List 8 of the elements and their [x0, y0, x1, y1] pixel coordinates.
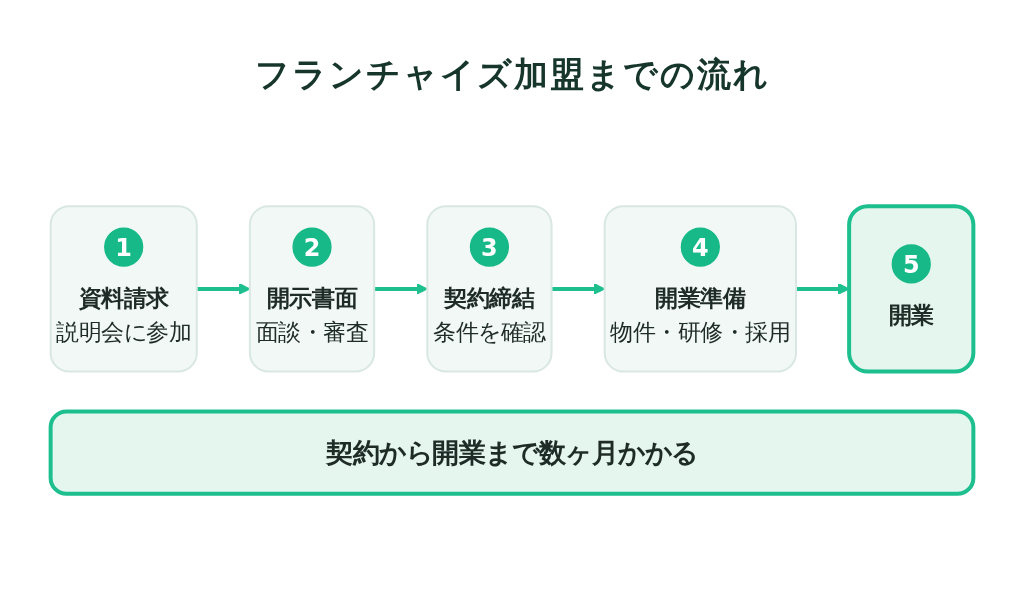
- node-circle: 2: [292, 227, 332, 267]
- arrow: [374, 283, 428, 295]
- node-box: 契約から開業まで数ヶ月かかる: [48, 409, 976, 496]
- diagram-title: フランチャイズ加盟までの流れ: [254, 53, 770, 96]
- node-circle: 4: [680, 227, 720, 267]
- node-circle: 3: [469, 227, 510, 267]
- node-circle: 1: [104, 227, 144, 267]
- node-circle: 5: [891, 244, 931, 284]
